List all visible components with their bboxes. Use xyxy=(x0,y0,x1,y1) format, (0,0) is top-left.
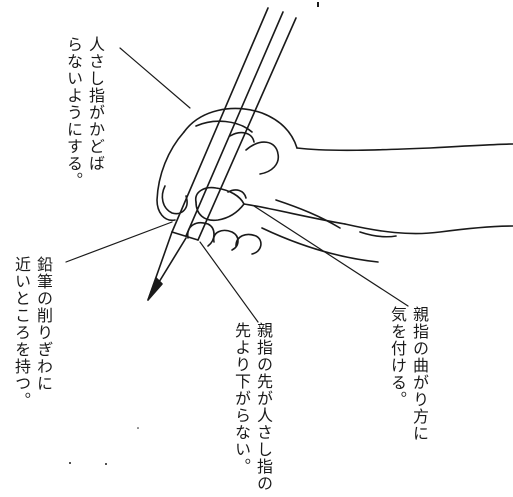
annotation-index-finger-line-1: 人さし指がかどば xyxy=(86,36,105,172)
knuckles xyxy=(229,131,280,175)
annotation-thumb-tip-line-2: 先より下がらない。 xyxy=(232,322,251,475)
pencil-tip xyxy=(147,231,187,301)
annotation-thumb-bend: 親指の曲がり方に 気を付ける。 xyxy=(386,306,430,442)
leader-line-thumb-bend xyxy=(253,205,409,307)
annotation-pencil-grip-line-1: 鉛筆の削りぎわに xyxy=(34,256,53,392)
annotation-index-finger-line-2: らないようにする。 xyxy=(64,36,83,189)
annotation-thumb-tip-line-1: 親指の先が人さし指の xyxy=(254,322,273,492)
curled-fingers xyxy=(186,222,262,255)
annotation-index-finger: 人さし指がかどば らないようにする。 xyxy=(62,36,106,189)
annotation-pencil-grip: 鉛筆の削りぎわに 近いところを持つ。 xyxy=(10,256,54,409)
leader-lines xyxy=(65,47,409,323)
thumb xyxy=(194,186,346,225)
annotation-thumb-tip: 親指の先が人さし指の 先より下がらない。 xyxy=(230,322,274,492)
leader-line-index-finger xyxy=(119,47,191,109)
paper-specks xyxy=(69,2,319,465)
index-finger xyxy=(156,107,298,222)
wrist-arm xyxy=(261,143,513,263)
annotation-thumb-bend-line-2: 気を付ける。 xyxy=(388,306,407,408)
leader-line-thumb-tip xyxy=(199,241,259,323)
annotation-thumb-bend-line-1: 親指の曲がり方に xyxy=(410,306,429,442)
leader-line-pencil-grip xyxy=(65,221,173,263)
annotation-pencil-grip-line-2: 近いところを持つ。 xyxy=(12,256,31,409)
